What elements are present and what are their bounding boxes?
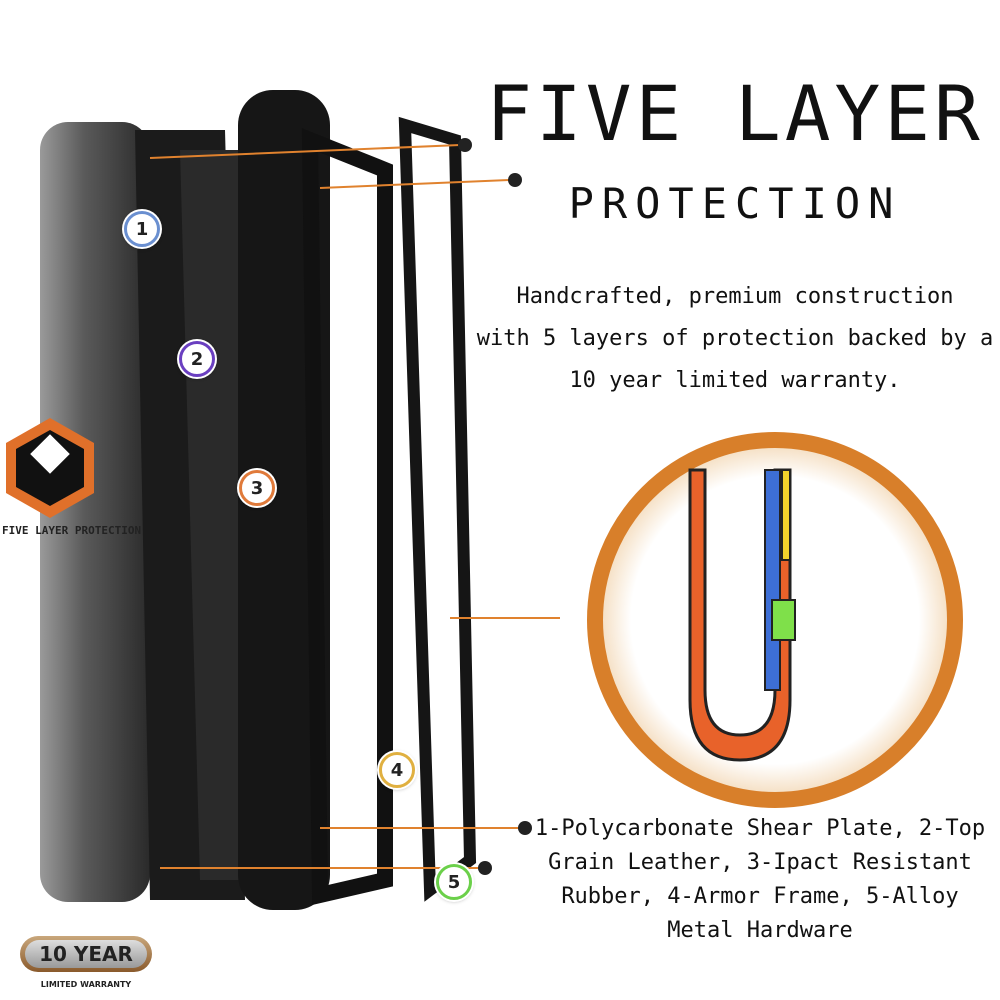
description-line: Handcrafted, premium construction xyxy=(516,284,954,309)
hardware-frame xyxy=(398,116,477,902)
layer-badge-2: 2 xyxy=(179,341,215,377)
description-line: with 5 layers of protection backed by a xyxy=(476,326,994,351)
phone xyxy=(40,122,150,902)
description: Handcrafted, premium construction with 5… xyxy=(470,276,1000,402)
page-subtitle: PROTECTION xyxy=(568,179,902,228)
layer-badge-3: 3 xyxy=(239,470,275,506)
five-layer-logo-text: FIVE LAYER PROTECTION xyxy=(2,524,142,537)
layer-badge-4: 4 xyxy=(379,752,415,788)
legend-line: Rubber, 4-Armor Frame, 5-Alloy xyxy=(561,884,959,909)
armor-frame xyxy=(301,128,393,906)
legend-line: Metal Hardware xyxy=(667,918,853,943)
warranty-badge: 10 YEAR xyxy=(20,936,152,972)
page-title: FIVE LAYER xyxy=(486,69,984,158)
layer-badge-1: 1 xyxy=(124,211,160,247)
description-line: 10 year limited warranty. xyxy=(569,368,901,393)
warranty-main: 10 YEAR xyxy=(25,940,147,968)
layer-legend: 1-Polycarbonate Shear Plate, 2-Top Grain… xyxy=(530,812,990,948)
warranty-sub: LIMITED WARRANTY xyxy=(40,980,132,989)
legend-line: 1-Polycarbonate Shear Plate, 2-Top xyxy=(534,816,986,841)
layer-badge-5: 5 xyxy=(436,864,472,900)
legend-line: Grain Leather, 3-Ipact Resistant xyxy=(548,850,972,875)
